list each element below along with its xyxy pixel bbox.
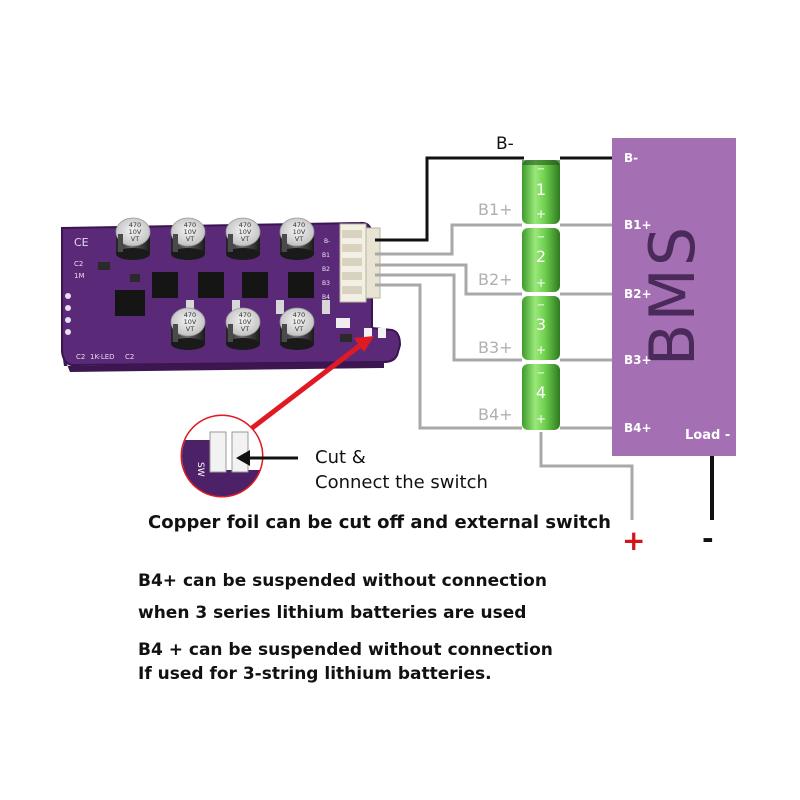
bms-block <box>612 138 736 456</box>
note-line-4: If used for 3-string lithium batteries. <box>138 664 492 684</box>
connect-switch-label: Connect the switch <box>315 472 488 493</box>
switch-zoom-callout: SW <box>180 414 298 498</box>
tap-label-b4: B4+ <box>478 405 513 424</box>
output-plus: + <box>622 524 646 557</box>
capacitor-marking: VT <box>241 235 249 243</box>
cut-label: Cut & <box>315 447 366 468</box>
note-line-2: when 3 series lithium batteries are used <box>138 603 527 623</box>
red-pointer-arrow <box>250 342 364 430</box>
svg-text:SW: SW <box>195 462 205 477</box>
capacitor-marking: 470 <box>239 221 251 229</box>
svg-text:−: − <box>537 232 545 243</box>
capacitor-marking: VT <box>186 235 194 243</box>
svg-text:C2: C2 <box>74 260 83 268</box>
capacitor-marking: 470 <box>293 221 305 229</box>
battery-cell-4: − + <box>522 364 560 430</box>
svg-text:1M: 1M <box>74 272 85 280</box>
note-line-1: B4+ can be suspended without connection <box>138 571 547 591</box>
capacitor-marking: 10V <box>293 228 306 236</box>
bms-pin-b4: B4+ <box>624 421 652 435</box>
bms-load-minus: Load - <box>685 428 731 443</box>
balancer-board: CE C2 1M C2 1K-LED C2 <box>61 221 402 372</box>
svg-text:−: − <box>537 300 545 311</box>
capacitor-marking: 10V <box>184 228 197 236</box>
battery-cell-3: − + <box>522 296 560 360</box>
capacitor-marking: 10V <box>184 318 197 326</box>
svg-text:B4: B4 <box>322 294 330 301</box>
svg-text:−: − <box>537 164 545 175</box>
balance-header <box>339 223 381 303</box>
capacitor-marking: 470 <box>239 311 251 319</box>
cell-number-4: 4 <box>535 383 547 402</box>
bms-pin-b-minus: B- <box>624 151 639 165</box>
cell-number-1: 1 <box>535 180 547 199</box>
tap-label-b3: B3+ <box>478 338 513 357</box>
bms-pin-b2: B2+ <box>624 287 652 301</box>
bms-pin-b3: B3+ <box>624 353 652 367</box>
svg-text:C2: C2 <box>125 353 134 361</box>
battery-stack: − + − + − + − + <box>522 160 560 430</box>
led-silk: 1K-LED <box>90 353 115 361</box>
svg-text:+: + <box>536 412 546 426</box>
capacitor-marking: 10V <box>293 318 306 326</box>
capacitor-marking: 10V <box>239 228 252 236</box>
ce-mark: CE <box>74 236 89 249</box>
svg-text:+: + <box>536 207 546 221</box>
battery-cell-2: − + <box>522 228 560 292</box>
tap-label-b1: B1+ <box>478 200 513 219</box>
cell-number-3: 3 <box>535 315 547 334</box>
switch-pads <box>364 328 386 338</box>
capacitor-marking: VT <box>241 325 249 333</box>
wires <box>375 156 714 520</box>
b-minus-wire-label: B- <box>496 134 514 154</box>
capacitor-marking: 10V <box>129 228 142 236</box>
capacitor-marking: 10V <box>239 318 252 326</box>
capacitor-marking: VT <box>295 235 303 243</box>
capacitors: 47010VVT47010VVT47010VVT47010VVT47010VVT… <box>115 217 315 350</box>
svg-text:−: − <box>537 368 545 379</box>
capacitor-marking: VT <box>186 325 194 333</box>
battery-cell-1: − + <box>522 160 560 224</box>
capacitor-marking: VT <box>131 235 139 243</box>
output-minus: - <box>702 522 714 555</box>
capacitor-marking: 470 <box>293 311 305 319</box>
capacitor-marking: 470 <box>184 221 196 229</box>
capacitor-marking: 470 <box>184 311 196 319</box>
svg-text:B2: B2 <box>322 266 330 273</box>
svg-text:C2: C2 <box>76 353 85 361</box>
capacitor-marking: 470 <box>129 221 141 229</box>
copper-foil-caption: Copper foil can be cut off and external … <box>148 512 611 533</box>
svg-text:B-: B- <box>324 238 330 245</box>
svg-text:+: + <box>536 343 546 357</box>
cell-number-2: 2 <box>535 247 547 266</box>
bms-pin-b1: B1+ <box>624 218 652 232</box>
svg-text:B3: B3 <box>322 280 330 287</box>
ic-chip <box>115 290 145 316</box>
svg-text:B1: B1 <box>322 252 330 259</box>
note-line-3: B4 + can be suspended without connection <box>138 640 553 660</box>
capacitor-marking: VT <box>295 325 303 333</box>
svg-text:+: + <box>536 276 546 290</box>
tap-label-b2: B2+ <box>478 270 513 289</box>
